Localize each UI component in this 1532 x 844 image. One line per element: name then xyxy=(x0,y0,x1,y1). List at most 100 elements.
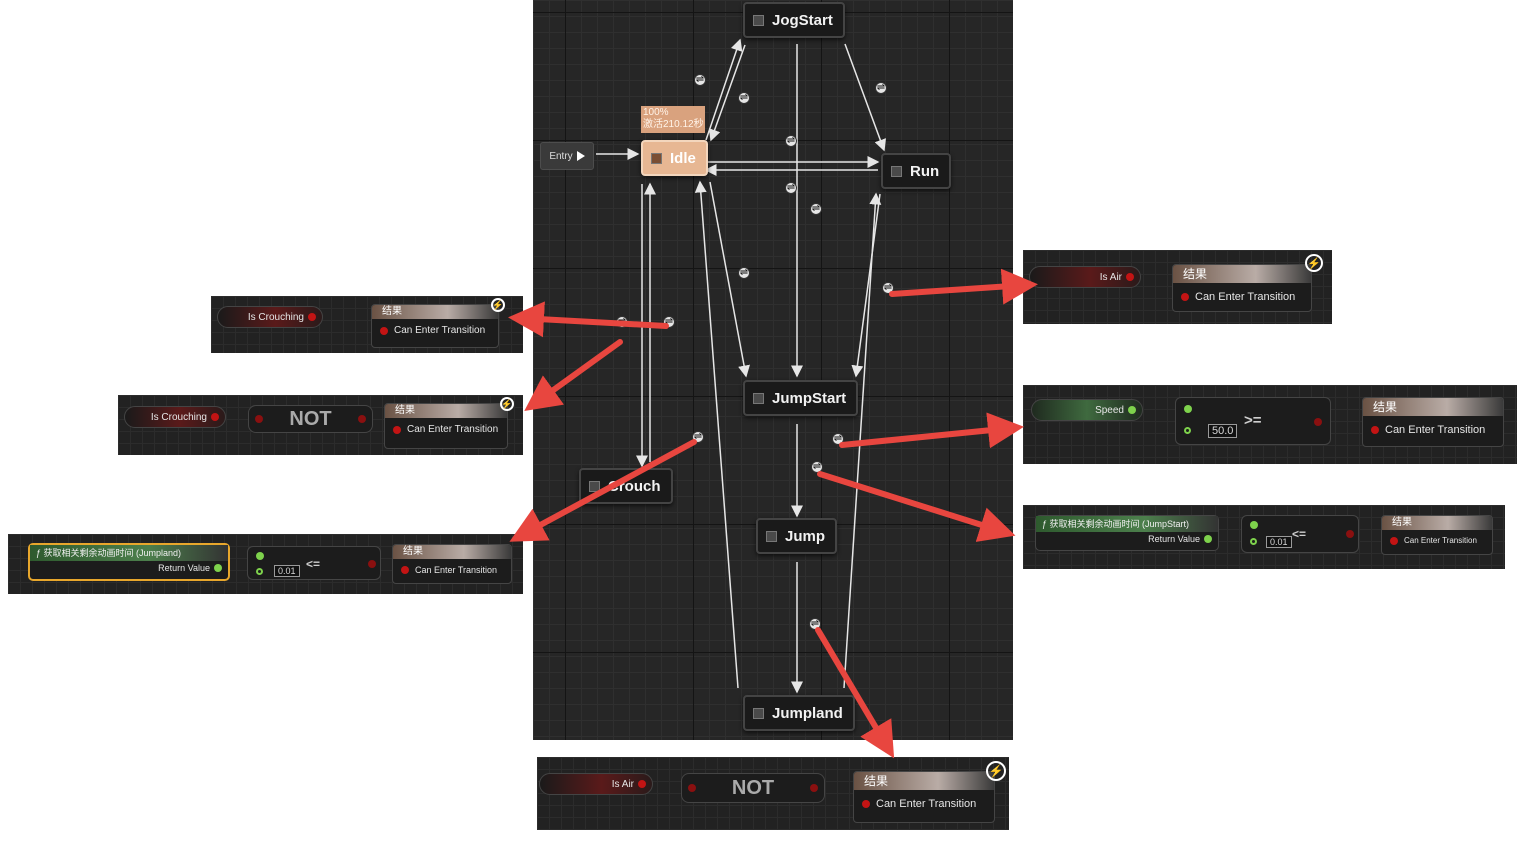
transition-rule-icon[interactable]: ⇌ xyxy=(785,182,797,194)
bool-pin[interactable] xyxy=(211,413,219,421)
result-header: 结果 xyxy=(393,545,511,559)
bool-pin[interactable] xyxy=(862,800,870,808)
compare-node[interactable]: 0.01 <= xyxy=(1241,515,1359,553)
run-to-jumpstart-line xyxy=(851,193,881,378)
state-label: Run xyxy=(910,162,940,180)
variable-label: Is Crouching xyxy=(150,411,207,423)
bool-pin[interactable] xyxy=(810,784,818,792)
bool-pin[interactable] xyxy=(1314,418,1322,426)
not-node[interactable]: NOT xyxy=(248,405,373,433)
bool-pin[interactable] xyxy=(638,780,646,788)
tooltip-active-time: 激活210.12秒 xyxy=(643,119,704,130)
float-pin[interactable] xyxy=(1250,538,1257,545)
result-label: Can Enter Transition xyxy=(1404,536,1477,545)
not-air-rule-panel: Is Air NOT 结果 Can Enter Transition ⚡ xyxy=(537,757,1009,830)
variable-label: Is Crouching xyxy=(247,311,304,323)
result-node[interactable]: 结果 Can Enter Transition xyxy=(853,771,995,823)
operator-label: <= xyxy=(306,557,321,571)
state-jumpstart[interactable]: JumpStart xyxy=(743,380,859,416)
result-node[interactable]: 结果 Can Enter Transition xyxy=(384,403,508,449)
float-pin[interactable] xyxy=(256,568,263,575)
state-jogstart[interactable]: JogStart xyxy=(743,2,845,38)
speed-getter[interactable]: Speed xyxy=(1031,399,1143,421)
float-pin[interactable] xyxy=(214,564,222,572)
compare-node[interactable]: 50.0 >= xyxy=(1175,397,1331,445)
transition-rule-icon[interactable]: ⇌ xyxy=(694,74,706,86)
compare-value-field[interactable]: 50.0 xyxy=(1208,424,1238,438)
state-machine-graph[interactable] xyxy=(533,0,1013,740)
result-header: 结果 xyxy=(854,772,994,790)
remaining-time-function-node[interactable]: ƒ 获取相关剩余动画时间 (Jumpland) Return Value xyxy=(28,543,230,581)
state-label: Jumpland xyxy=(772,704,843,722)
remaining-time-function-node[interactable]: ƒ 获取相关剩余动画时间 (JumpStart) Return Value xyxy=(1035,515,1219,551)
state-icon xyxy=(753,392,764,404)
result-label: Can Enter Transition xyxy=(876,798,977,810)
float-pin[interactable] xyxy=(256,552,264,560)
result-node[interactable]: 结果 Can Enter Transition xyxy=(1362,397,1504,447)
transition-rule-icon[interactable]: ⇌ xyxy=(809,618,821,630)
state-idle[interactable]: Idle xyxy=(641,140,708,176)
lightning-icon: ⚡ xyxy=(491,298,505,312)
float-pin[interactable] xyxy=(1184,427,1191,434)
entry-label: Entry xyxy=(549,150,573,162)
variable-label: Speed xyxy=(1095,404,1124,416)
bool-pin[interactable] xyxy=(308,313,316,321)
bool-pin[interactable] xyxy=(401,566,409,574)
tooltip-weight: 100% xyxy=(643,107,669,118)
is-crouching-getter[interactable]: Is Crouching xyxy=(217,306,323,328)
bool-pin[interactable] xyxy=(393,425,401,434)
float-pin[interactable] xyxy=(1184,405,1192,413)
float-pin[interactable] xyxy=(1128,406,1136,414)
state-jump[interactable]: Jump xyxy=(756,518,838,554)
bool-pin[interactable] xyxy=(1346,530,1354,538)
compare-node[interactable]: 0.01 <= xyxy=(247,546,381,580)
result-header: 结果 xyxy=(1173,265,1311,283)
state-label: JumpStart xyxy=(772,389,847,407)
bool-pin[interactable] xyxy=(255,415,263,423)
compare-value-field[interactable]: 0.01 xyxy=(274,565,300,577)
is-crouching-getter[interactable]: Is Crouching xyxy=(124,406,226,428)
transition-rule-icon[interactable]: ⇌ xyxy=(810,203,822,215)
arrow-jumpstart-exit xyxy=(817,471,1016,542)
play-icon xyxy=(576,151,585,161)
bool-pin[interactable] xyxy=(368,560,376,568)
transition-rule-icon[interactable]: ⇌ xyxy=(738,92,750,104)
bool-pin[interactable] xyxy=(1371,426,1379,434)
float-pin[interactable] xyxy=(1250,521,1258,529)
is-air-getter[interactable]: Is Air xyxy=(1029,266,1141,288)
bool-pin[interactable] xyxy=(380,326,388,335)
transition-rule-icon[interactable]: ⇌ xyxy=(785,135,797,147)
result-node[interactable]: 结果 Can Enter Transition xyxy=(392,544,512,584)
arrow-not-air xyxy=(815,627,895,759)
function-icon: ƒ xyxy=(36,548,44,558)
compare-value-field[interactable]: 0.01 xyxy=(1266,536,1292,548)
result-node[interactable]: 结果 Can Enter Transition xyxy=(1172,264,1312,312)
arrow-jumpland-exit xyxy=(509,439,697,542)
state-icon xyxy=(891,165,902,177)
result-node[interactable]: 结果 Can Enter Transition xyxy=(371,304,499,348)
transition-rule-icon[interactable]: ⇌ xyxy=(738,267,750,279)
transition-rule-icon[interactable]: ⇌ xyxy=(832,433,844,445)
return-value-label: Return Value xyxy=(1148,534,1200,544)
bool-pin[interactable] xyxy=(688,784,696,792)
entry-node[interactable]: Entry xyxy=(540,142,594,170)
not-node[interactable]: NOT xyxy=(681,773,825,803)
arrow-speed xyxy=(839,412,1024,449)
is-air-getter[interactable]: Is Air xyxy=(539,773,653,795)
bool-pin[interactable] xyxy=(1181,293,1189,301)
not-label: NOT xyxy=(289,407,332,430)
bool-pin[interactable] xyxy=(358,415,366,423)
transition-rule-icon[interactable]: ⇌ xyxy=(811,461,823,473)
state-run[interactable]: Run xyxy=(881,153,952,189)
state-label: Idle xyxy=(670,149,696,167)
bool-pin[interactable] xyxy=(1126,273,1134,281)
arrow-is-air xyxy=(889,268,1038,305)
state-icon xyxy=(753,14,764,26)
float-pin[interactable] xyxy=(1204,535,1212,543)
transition-rule-icon[interactable]: ⇌ xyxy=(875,82,887,94)
state-jumpland[interactable]: Jumpland xyxy=(743,695,855,731)
jumpstart-exit-rule-panel: ƒ 获取相关剩余动画时间 (JumpStart) Return Value 0.… xyxy=(1023,505,1505,569)
result-node[interactable]: 结果 Can Enter Transition xyxy=(1381,515,1493,555)
transition-rule-icon[interactable]: ⇌ xyxy=(882,282,894,294)
bool-pin[interactable] xyxy=(1390,536,1398,545)
